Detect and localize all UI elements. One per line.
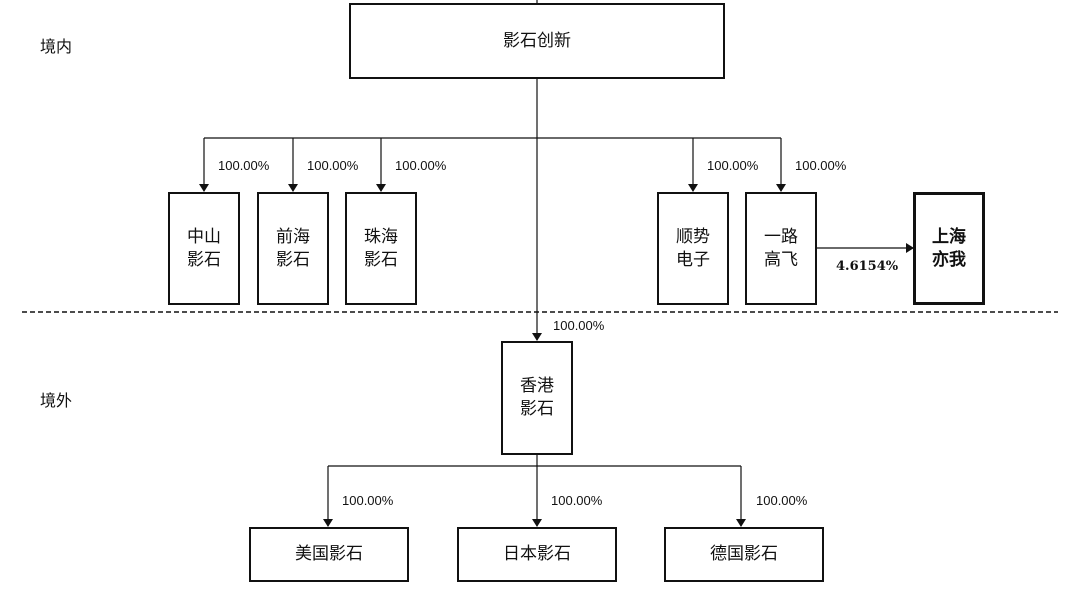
node-shanghai: 上海 亦我 [913, 192, 985, 305]
pct-usa: 100.00% [342, 493, 394, 508]
node-usa: 美国影石 [249, 527, 409, 582]
node-japan: 日本影石 [457, 527, 617, 582]
node-shunshi: 顺势 电子 [657, 192, 729, 305]
pct-hongkong: 100.00% [553, 318, 605, 333]
pct-shunshi: 100.00% [707, 158, 759, 173]
node-qianhai: 前海 影石 [257, 192, 329, 305]
node-zhuhai: 珠海 影石 [345, 192, 417, 305]
pct-zhongshan: 100.00% [218, 158, 270, 173]
region-label-overseas: 境外 [40, 391, 73, 410]
pct-shanghai: 4.6154% [836, 259, 899, 274]
node-zhongshan: 中山 影石 [168, 192, 240, 305]
node-hongkong: 香港 影石 [501, 341, 573, 455]
pct-qianhai: 100.00% [307, 158, 359, 173]
node-germany: 德国影石 [664, 527, 824, 582]
pct-germany: 100.00% [756, 493, 808, 508]
region-label-domestic: 境内 [40, 37, 73, 56]
pct-japan: 100.00% [551, 493, 603, 508]
pct-yilu: 100.00% [795, 158, 847, 173]
node-yilu: 一路 高飞 [745, 192, 817, 305]
node-parent: 影石创新 [349, 3, 725, 79]
pct-zhuhai: 100.00% [395, 158, 447, 173]
